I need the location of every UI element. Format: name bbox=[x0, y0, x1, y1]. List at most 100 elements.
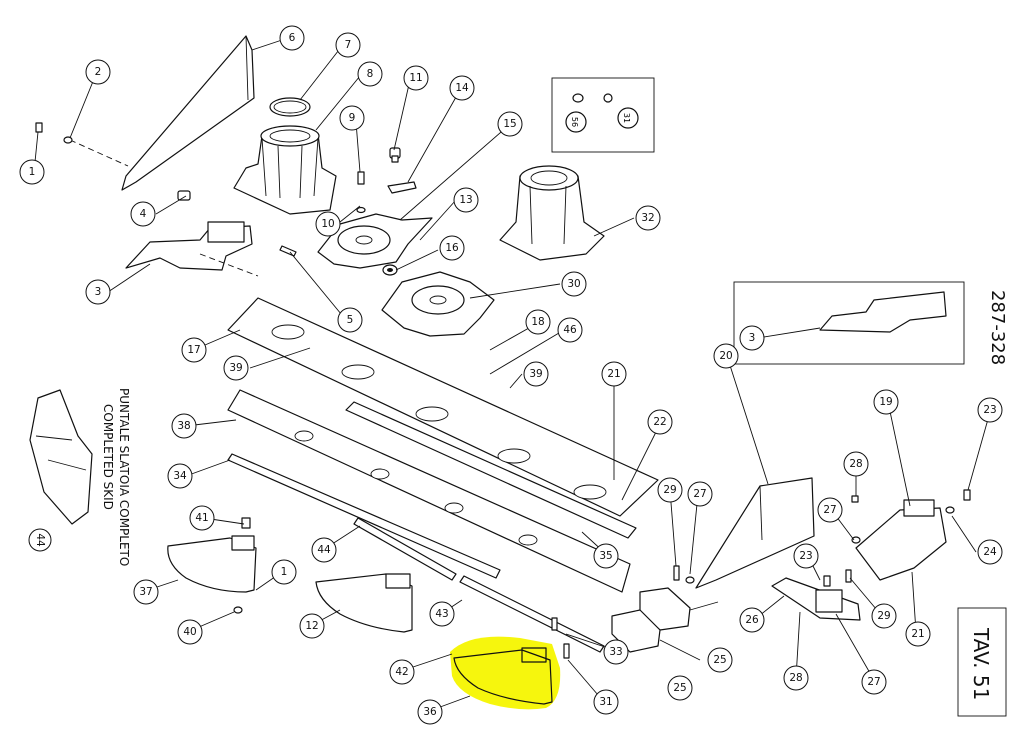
callout-5[interactable]: 5 bbox=[337, 307, 363, 333]
callout-43[interactable]: 43 bbox=[429, 601, 455, 627]
callout-28b[interactable]: 28 bbox=[783, 665, 809, 691]
callout-23b[interactable]: 23 bbox=[793, 543, 819, 569]
callout-10[interactable]: 10 bbox=[315, 211, 341, 237]
callout-38[interactable]: 38 bbox=[171, 413, 197, 439]
callout-15[interactable]: 15 bbox=[497, 111, 523, 137]
callout-25b[interactable]: 25 bbox=[667, 675, 693, 701]
svg-text:46: 46 bbox=[563, 324, 577, 336]
svg-text:22: 22 bbox=[653, 416, 666, 428]
svg-text:30: 30 bbox=[567, 278, 580, 290]
callout-42[interactable]: 42 bbox=[389, 659, 415, 685]
part-25-bracket-b bbox=[611, 609, 661, 653]
callout-33[interactable]: 33 bbox=[603, 639, 629, 665]
callout-41[interactable]: 41 bbox=[189, 505, 215, 531]
svg-text:23: 23 bbox=[983, 404, 996, 416]
callout-25a[interactable]: 25 bbox=[707, 647, 733, 673]
callout-31[interactable]: 31 bbox=[593, 689, 619, 715]
svg-text:8: 8 bbox=[367, 68, 374, 80]
callout-8[interactable]: 8 bbox=[357, 61, 383, 87]
callout-26[interactable]: 26 bbox=[739, 607, 765, 633]
callout-20[interactable]: 20 bbox=[713, 343, 739, 369]
callout-4[interactable]: 4 bbox=[130, 201, 156, 227]
callout-3-inset[interactable]: 3 bbox=[739, 325, 765, 351]
callout-23a[interactable]: 23 bbox=[977, 397, 1003, 423]
callout-22[interactable]: 22 bbox=[647, 409, 673, 435]
svg-text:14: 14 bbox=[455, 82, 469, 94]
svg-text:21: 21 bbox=[911, 628, 924, 640]
callout-27c[interactable]: 27 bbox=[861, 669, 887, 695]
part-38-bar bbox=[227, 389, 631, 593]
svg-text:40: 40 bbox=[183, 626, 196, 638]
part-37-guard bbox=[167, 535, 257, 593]
callout-27b[interactable]: 27 bbox=[687, 481, 713, 507]
callout-32[interactable]: 32 bbox=[635, 205, 661, 231]
svg-text:27: 27 bbox=[867, 676, 880, 688]
callout-39b[interactable]: 39 bbox=[523, 361, 549, 387]
svg-text:25: 25 bbox=[673, 682, 686, 694]
callout-27a[interactable]: 27 bbox=[817, 497, 843, 523]
part-24-nut bbox=[945, 506, 955, 514]
inset-bracket-box bbox=[733, 281, 965, 365]
part-5-pin bbox=[279, 245, 297, 257]
svg-text:4: 4 bbox=[140, 208, 147, 220]
svg-text:25: 25 bbox=[713, 654, 726, 666]
part-34-thin-bar bbox=[227, 453, 501, 579]
svg-text:28: 28 bbox=[789, 672, 802, 684]
callout-34[interactable]: 34 bbox=[167, 463, 193, 489]
callout-28a[interactable]: 28 bbox=[843, 451, 869, 477]
callout-13[interactable]: 13 bbox=[453, 187, 479, 213]
part-16-nut bbox=[382, 264, 398, 276]
svg-text:13: 13 bbox=[459, 194, 472, 206]
callout-6[interactable]: 6 bbox=[279, 25, 305, 51]
callout-1b[interactable]: 1 bbox=[271, 559, 297, 585]
part-44-strip bbox=[353, 517, 457, 581]
part-11-bolt bbox=[389, 147, 401, 163]
callout-30[interactable]: 30 bbox=[561, 271, 587, 297]
callout-14[interactable]: 14 bbox=[449, 75, 475, 101]
table-label: TAV. 51 bbox=[969, 627, 993, 700]
svg-text:35: 35 bbox=[599, 550, 612, 562]
callout-16[interactable]: 16 bbox=[439, 235, 465, 261]
callout-44[interactable]: 44 bbox=[311, 537, 337, 563]
callout-40[interactable]: 40 bbox=[177, 619, 203, 645]
part-28-nut bbox=[851, 495, 859, 503]
callout-17[interactable]: 17 bbox=[181, 337, 207, 363]
callout-1[interactable]: 1 bbox=[19, 159, 45, 185]
callout-18[interactable]: 18 bbox=[525, 309, 551, 335]
inset-mark-left: 56 bbox=[570, 117, 579, 127]
part-17-cutter-bar bbox=[227, 297, 659, 517]
part-10-washer bbox=[356, 206, 366, 214]
callout-35[interactable]: 35 bbox=[593, 543, 619, 569]
svg-text:39: 39 bbox=[529, 368, 542, 380]
callout-24[interactable]: 24 bbox=[977, 539, 1003, 565]
callout-2[interactable]: 2 bbox=[85, 59, 111, 85]
callout-7[interactable]: 7 bbox=[335, 32, 361, 58]
callout-21a[interactable]: 21 bbox=[601, 361, 627, 387]
callout-3[interactable]: 3 bbox=[85, 279, 111, 305]
svg-text:24: 24 bbox=[983, 546, 997, 558]
part-36-guard[interactable] bbox=[453, 647, 553, 705]
part-3-bracket bbox=[125, 221, 253, 271]
callout-36[interactable]: 36 bbox=[417, 699, 443, 725]
callout-37[interactable]: 37 bbox=[133, 579, 159, 605]
svg-text:18: 18 bbox=[531, 316, 544, 328]
callout-19[interactable]: 19 bbox=[873, 389, 899, 415]
svg-text:6: 6 bbox=[289, 32, 296, 44]
callout-11[interactable]: 11 bbox=[403, 65, 429, 91]
callout-9[interactable]: 9 bbox=[339, 105, 365, 131]
part-40-nut bbox=[233, 606, 243, 614]
callout-12[interactable]: 12 bbox=[299, 613, 325, 639]
callout-29a[interactable]: 29 bbox=[657, 477, 683, 503]
callout-skid-44[interactable]: 44 bbox=[28, 528, 52, 552]
callout-39a[interactable]: 39 bbox=[223, 355, 249, 381]
svg-text:44: 44 bbox=[317, 544, 331, 556]
svg-text:42: 42 bbox=[395, 666, 408, 678]
callout-21b[interactable]: 21 bbox=[905, 621, 931, 647]
callout-46[interactable]: 46 bbox=[557, 317, 583, 343]
drawing-code: 287-328 bbox=[987, 290, 1008, 365]
part-29-bolt bbox=[673, 565, 680, 581]
svg-text:29: 29 bbox=[877, 610, 890, 622]
svg-text:28: 28 bbox=[849, 458, 862, 470]
callout-29b[interactable]: 29 bbox=[871, 603, 897, 629]
